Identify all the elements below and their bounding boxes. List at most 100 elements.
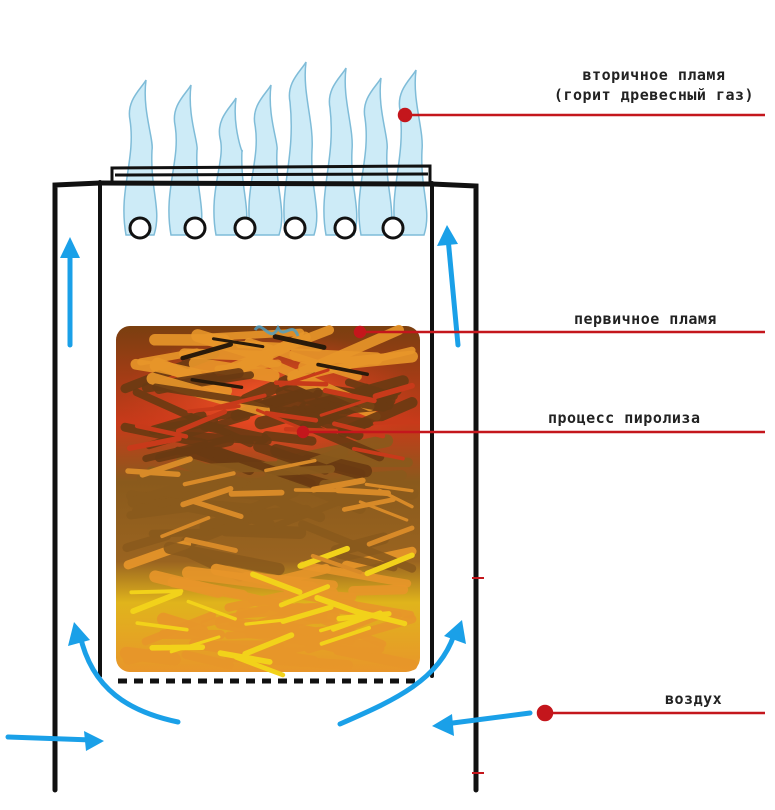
wood-log bbox=[364, 552, 415, 577]
wood-log bbox=[372, 419, 414, 426]
wood-log bbox=[175, 409, 228, 434]
label-pyrolysis: процесс пиролиза bbox=[548, 409, 701, 427]
wood-log bbox=[310, 477, 366, 493]
wood-log bbox=[181, 650, 234, 670]
wood-log bbox=[184, 537, 238, 553]
label-air: воздух bbox=[665, 690, 723, 708]
wood-log bbox=[332, 644, 418, 671]
leader-dot-air bbox=[536, 704, 554, 722]
wood-log bbox=[297, 545, 350, 569]
wood-log bbox=[314, 594, 368, 618]
wood-log bbox=[125, 468, 181, 478]
air-hole-icon bbox=[183, 216, 207, 240]
fuel-load bbox=[116, 324, 420, 678]
airflow-arrow-icon bbox=[337, 629, 458, 727]
wood-log bbox=[132, 480, 220, 516]
wall-marks bbox=[472, 577, 484, 774]
wood-log bbox=[190, 498, 244, 520]
wood-log bbox=[250, 571, 303, 595]
wood-log bbox=[316, 362, 369, 377]
wood-log bbox=[228, 489, 285, 497]
wood-log bbox=[255, 408, 306, 431]
wood-log bbox=[211, 337, 265, 349]
wood-log bbox=[186, 599, 237, 621]
wood-log bbox=[154, 437, 235, 463]
secondary-flame-icon bbox=[358, 77, 393, 236]
wood-log bbox=[190, 378, 244, 389]
secondary-flame-icon bbox=[323, 67, 358, 236]
wood-log bbox=[213, 446, 316, 488]
wood-log bbox=[335, 487, 391, 497]
wood-log bbox=[264, 458, 317, 473]
wood-log bbox=[152, 383, 272, 408]
wood-log bbox=[149, 644, 206, 651]
wood-log bbox=[122, 531, 172, 553]
air-hole-icon bbox=[233, 216, 257, 240]
air-hole-icon bbox=[333, 216, 357, 240]
wood-log bbox=[318, 614, 371, 633]
wood-log bbox=[134, 423, 189, 439]
wood-log bbox=[167, 576, 249, 601]
airflow-arrow-icon bbox=[77, 632, 181, 725]
airflow-arrow-icon bbox=[445, 235, 461, 348]
wood-log bbox=[126, 490, 227, 519]
wood-log bbox=[348, 584, 409, 596]
wood-log bbox=[129, 589, 184, 595]
secondary-flame-icon bbox=[393, 69, 428, 236]
secondary-flame-icon bbox=[283, 61, 318, 236]
secondary-flame-icon bbox=[248, 84, 283, 236]
wood-log bbox=[181, 566, 318, 595]
label-secondary-flame-line2: (горит древесный газ) bbox=[553, 86, 755, 104]
wood-logs bbox=[119, 324, 419, 678]
label-secondary-flame: вторичное пламя (горит древесный газ) bbox=[536, 66, 772, 104]
inner-chamber-walls bbox=[98, 180, 434, 678]
airflow-arrowheads bbox=[60, 225, 466, 751]
wood-log bbox=[372, 382, 415, 400]
wood-log bbox=[182, 471, 236, 487]
air-hole-icon bbox=[381, 216, 405, 240]
air-hole-icon bbox=[283, 216, 307, 240]
secondary-air-holes bbox=[128, 216, 405, 240]
wood-log bbox=[298, 561, 412, 588]
outer-stove-body bbox=[52, 180, 479, 793]
wood-log bbox=[313, 389, 389, 412]
leader-dot-pyrolysis bbox=[296, 425, 310, 439]
wood-log bbox=[160, 516, 211, 539]
wood-log bbox=[366, 525, 415, 547]
wood-log bbox=[262, 387, 323, 406]
wood-log bbox=[233, 654, 286, 678]
airflow-arrow-icon bbox=[5, 734, 95, 743]
wood-log bbox=[135, 621, 189, 632]
wood-log bbox=[332, 421, 386, 439]
wood-log bbox=[261, 431, 317, 446]
wood-log bbox=[272, 334, 327, 350]
wood-log bbox=[322, 387, 377, 404]
wood-log bbox=[120, 422, 209, 448]
wood-log bbox=[278, 368, 330, 388]
wood-log bbox=[264, 465, 336, 477]
leader-dot-primary bbox=[353, 325, 367, 339]
leader-lines bbox=[296, 107, 765, 722]
wood-log bbox=[283, 426, 339, 434]
wood-log bbox=[278, 584, 331, 608]
secondary-flame-icon bbox=[123, 79, 158, 236]
airflow-arrows bbox=[5, 235, 533, 743]
label-primary-flame: первичное пламя bbox=[574, 310, 717, 328]
wood-log bbox=[242, 632, 295, 657]
wood-log bbox=[299, 411, 373, 428]
wood-log bbox=[158, 629, 226, 640]
inner-chamber-top bbox=[110, 164, 432, 182]
wood-log bbox=[187, 404, 241, 414]
wood-log bbox=[217, 650, 273, 665]
wood-log bbox=[149, 359, 203, 381]
wood-log bbox=[253, 441, 331, 475]
wood-log bbox=[310, 553, 363, 575]
wood-log bbox=[265, 492, 326, 523]
wood-log bbox=[119, 646, 181, 666]
wood-log bbox=[319, 625, 371, 646]
wood-log bbox=[180, 342, 234, 361]
secondary-flame-icon bbox=[168, 84, 203, 236]
wood-log bbox=[341, 497, 396, 512]
wood-log bbox=[130, 589, 183, 615]
